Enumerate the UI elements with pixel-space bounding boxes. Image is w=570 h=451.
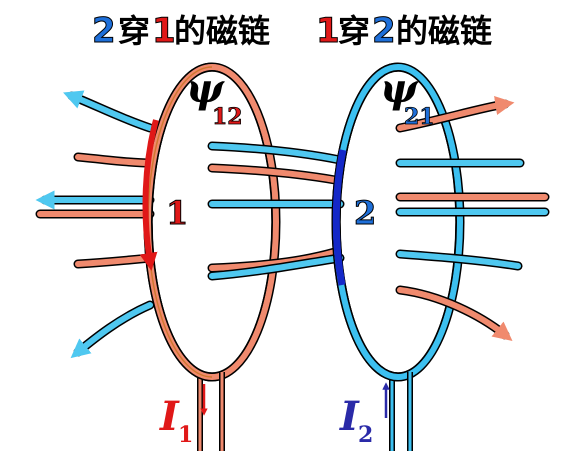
psi12-subscript: 12 <box>212 104 243 130</box>
field-lines-coil-2 <box>35 90 550 359</box>
title-left: 2 穿 1 的磁链 <box>92 11 271 52</box>
coil-1-number: 1 <box>166 194 188 232</box>
current-2-label: I 2 <box>339 393 373 448</box>
psi21-subscript: 21 <box>404 104 435 130</box>
title-right: 1 穿 2 的磁链 <box>316 11 493 52</box>
psi12-label: ψ 12 <box>186 65 243 130</box>
coil-2-number: 2 <box>354 194 376 232</box>
title-right-tail: 的磁链 <box>396 12 492 50</box>
current-1-subscript: 1 <box>178 422 193 448</box>
title-left-lead: 2 <box>92 11 116 51</box>
current-1-symbol: I <box>159 393 180 440</box>
coil-1-front <box>139 62 213 382</box>
psi21-label: ψ 21 <box>380 65 435 130</box>
title-left-num: 1 <box>152 11 176 51</box>
title-left-tail: 的磁链 <box>174 12 270 50</box>
coil-2-front <box>331 62 399 382</box>
title-right-mid: 穿 <box>338 12 370 50</box>
title-left-mid: 穿 <box>118 12 150 50</box>
field-lines-coil-1 <box>35 96 550 341</box>
title-right-num: 2 <box>372 11 396 51</box>
current-2-symbol: I <box>339 393 360 440</box>
psi12-symbol: ψ <box>186 65 225 112</box>
current-1-label: I 1 <box>159 393 193 448</box>
psi21-symbol: ψ <box>380 65 419 112</box>
current-2-subscript: 2 <box>358 422 373 448</box>
title-right-lead: 1 <box>316 11 340 51</box>
